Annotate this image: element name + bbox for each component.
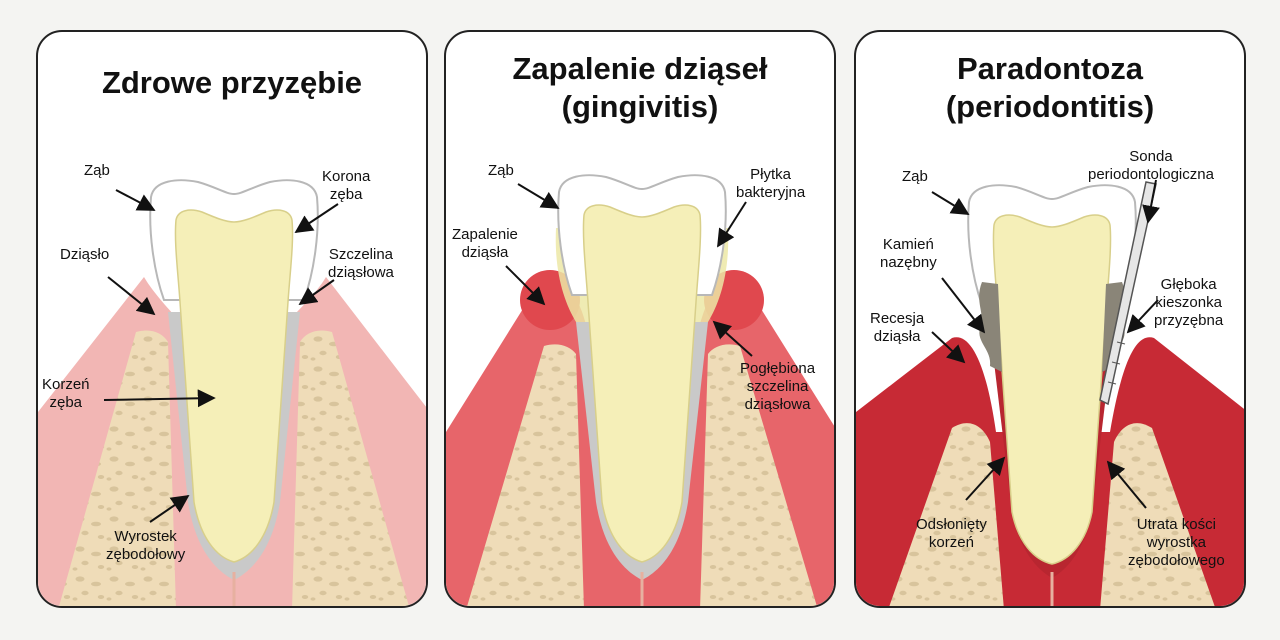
- periodontal-probe: [1099, 181, 1157, 406]
- label-gum: Dziąsło: [60, 246, 110, 263]
- panel-gingivitis: Zapalenie dziąseł (gingivitis) Ząb Płytk…: [444, 30, 836, 608]
- arrow-tooth: [517, 183, 560, 209]
- arrow-root: [103, 389, 216, 408]
- gingivitis-tooth-illustration: [446, 174, 834, 606]
- healthy-tooth-illustration: [38, 179, 426, 606]
- panel-title: Zapalenie dziąseł (gingivitis): [512, 51, 768, 124]
- label-tooth: Ząb: [488, 162, 514, 179]
- periodontitis-tooth-illustration: [856, 179, 1244, 606]
- arrow-inflamed-gum: [505, 265, 546, 306]
- panel-title: Paradontoza (periodontitis): [945, 51, 1155, 124]
- arrow-calculus: [941, 277, 986, 334]
- arrow-bone-loss: [1106, 460, 1147, 509]
- bone: [467, 344, 817, 606]
- label-tooth: Ząb: [902, 168, 928, 185]
- label-tooth: Ząb: [84, 162, 110, 179]
- arrow-deep-sulcus: [712, 320, 753, 357]
- tooth-body: [992, 214, 1112, 565]
- calculus-right: [1102, 282, 1125, 372]
- arrow-crown: [294, 203, 339, 233]
- arrow-gum: [107, 276, 156, 316]
- panel-title: Zdrowe przyzębie: [101, 65, 363, 100]
- tooth-body: [582, 204, 702, 563]
- calculus-left: [979, 282, 1002, 372]
- bone-left: [889, 423, 1004, 606]
- arrow-tooth: [115, 189, 156, 211]
- arrow-probe: [1142, 179, 1160, 224]
- arrow-bone: [149, 494, 190, 523]
- tooth-body: [174, 209, 294, 563]
- arrow-recession: [931, 331, 966, 364]
- arrow-plaque: [717, 201, 747, 248]
- arrow-tooth: [931, 191, 970, 215]
- arrow-exposed-root: [965, 456, 1006, 501]
- bone-right: [1100, 423, 1215, 606]
- arrow-deep-pocket: [1126, 299, 1159, 334]
- arrow-sulcus: [298, 279, 335, 306]
